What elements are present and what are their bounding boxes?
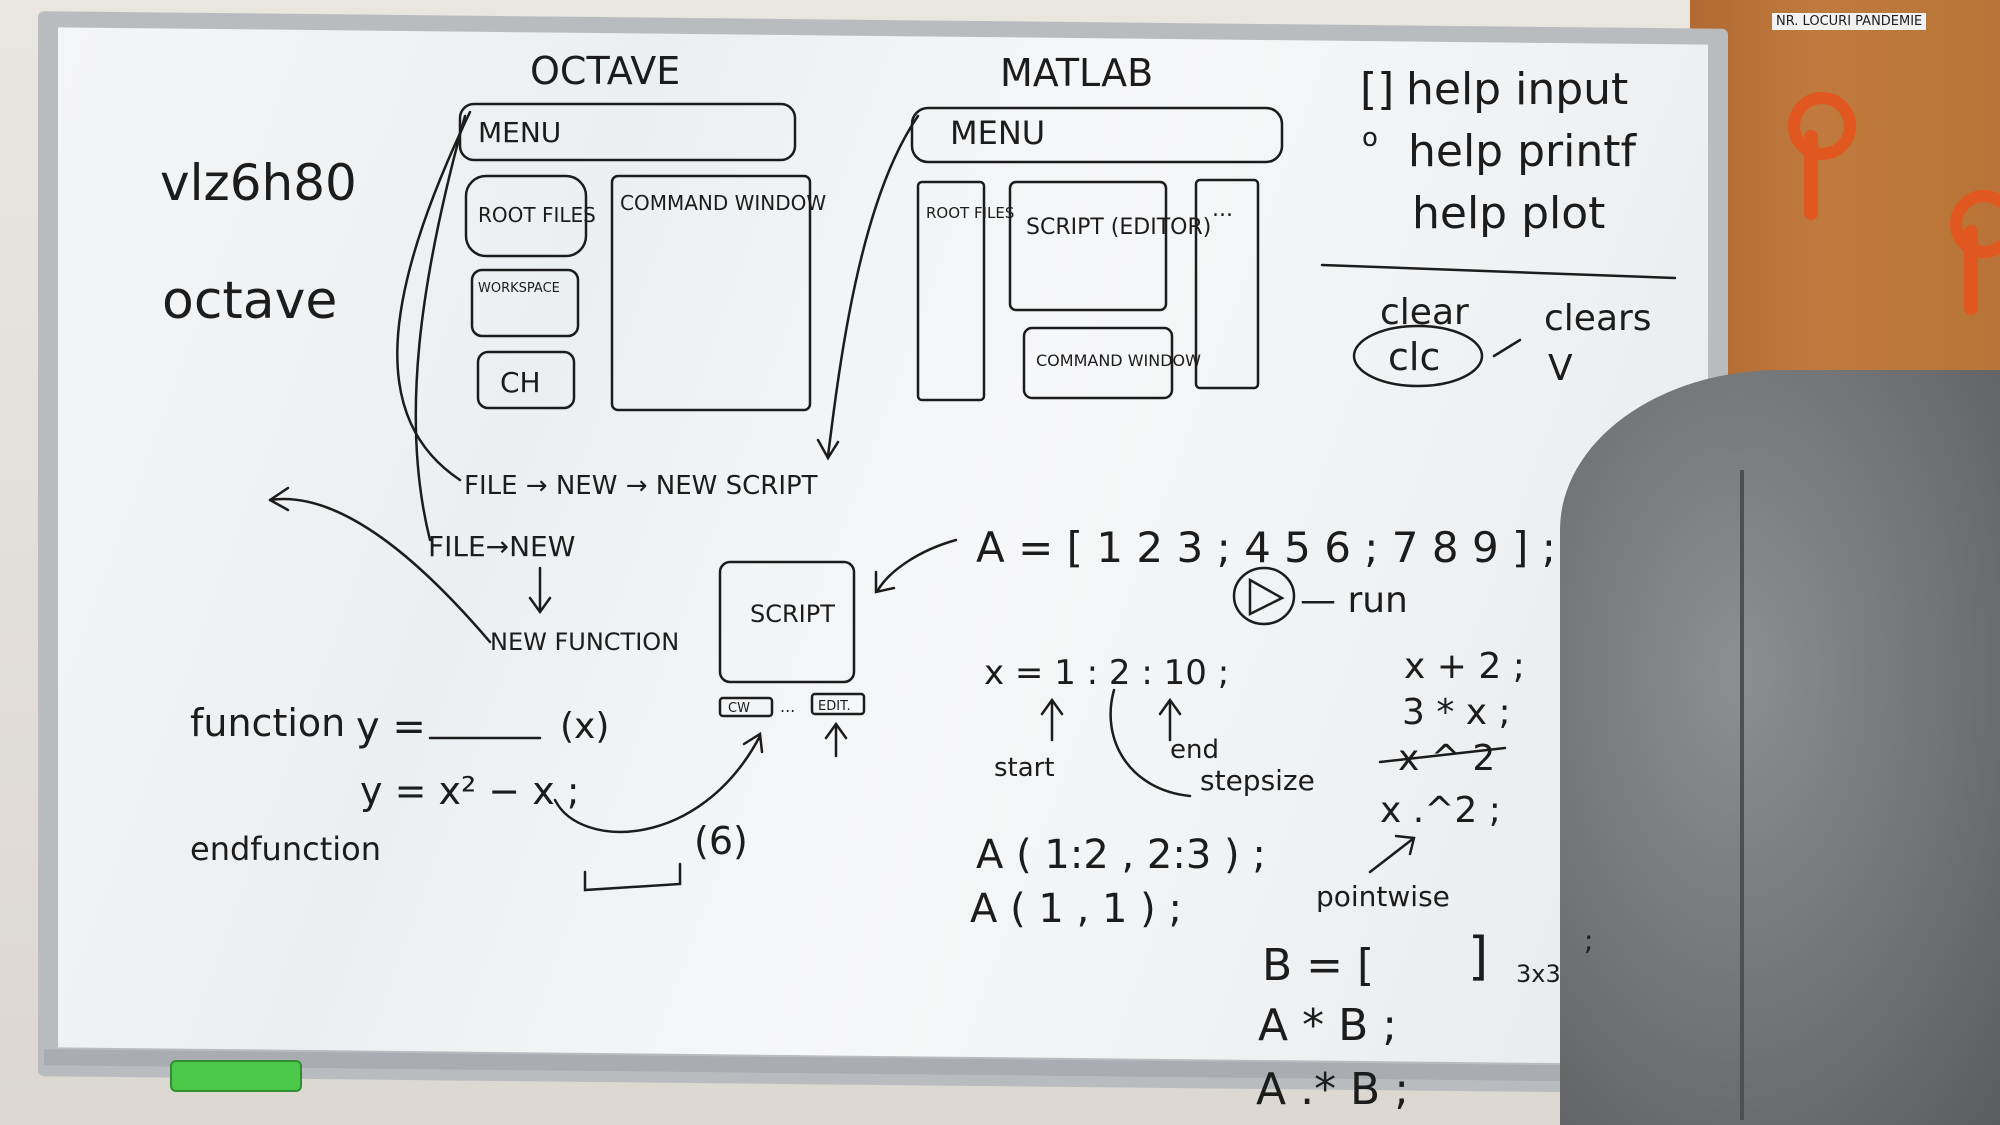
matrix-definition: A = [ 1 2 3 ; 4 5 6 ; 7 8 9 ] ; xyxy=(976,523,1556,572)
edit-label: EDIT. xyxy=(818,699,851,714)
op-pointwise-power: x .^2 ; xyxy=(1380,790,1501,831)
op-add: x + 2 ; xyxy=(1404,646,1525,687)
clc-dash xyxy=(1492,338,1522,358)
call-bracket xyxy=(583,862,682,892)
b-matrix-open: B = [ xyxy=(1262,940,1374,991)
b-matrix-semicolon: ; xyxy=(1584,924,1593,957)
matlab-arrow-new-script xyxy=(816,114,920,461)
pointwise-arrow xyxy=(1368,834,1416,874)
matlab-command-window-label: COMMAND WINDOW xyxy=(1036,351,1201,370)
matlab-menu-box xyxy=(910,106,1284,164)
index-range: A ( 1:2 , 2:3 ) ; xyxy=(976,832,1266,878)
edit-box xyxy=(810,692,866,716)
range-end: end xyxy=(1170,735,1219,765)
clc-label: clc xyxy=(1388,335,1440,379)
new-function-label: NEW FUNCTION xyxy=(490,628,679,656)
op-mult: 3 * x ; xyxy=(1402,692,1511,733)
arrow-to-function xyxy=(268,497,492,644)
whiteboard-drawing: OCTAVE MATLAB MENU MENU vlz6h80 octave R… xyxy=(160,49,1677,1115)
octave-command-window-label: COMMAND WINDOW xyxy=(620,191,826,215)
mult-elementwise: A .* B ; xyxy=(1256,1064,1409,1115)
coat-hook-right-stem xyxy=(1964,225,1978,315)
range-expr: x = 1 : 2 : 10 ; xyxy=(984,653,1229,693)
octave-arrow-file-new xyxy=(396,110,472,482)
octave-command-window-box xyxy=(610,174,812,412)
whiteboard-eraser xyxy=(170,1060,302,1092)
arrow-function-to-script xyxy=(553,731,764,834)
cw-box xyxy=(718,696,774,718)
octave-title: OCTAVE xyxy=(530,49,680,93)
note-octave: octave xyxy=(162,271,337,331)
octave-workspace-box xyxy=(470,268,580,338)
octave-workspace-label: WORKSPACE xyxy=(478,281,560,296)
function-body: y = x² − x ; xyxy=(360,769,580,813)
matlab-title: MATLAB xyxy=(1000,51,1153,95)
clears-v-label: V xyxy=(1548,348,1573,389)
help-circle: o xyxy=(1362,123,1378,153)
octave-ch-box xyxy=(476,350,576,410)
arrow-start xyxy=(1040,697,1064,742)
coat-hook-left xyxy=(1788,92,1856,160)
octave-ch-label: CH xyxy=(500,366,541,399)
range-start: start xyxy=(994,753,1055,783)
function-keyword: function xyxy=(190,701,345,745)
path-new-script: FILE → NEW → NEW SCRIPT xyxy=(464,471,818,501)
clears-label: clears xyxy=(1544,298,1652,339)
script-box-label: SCRIPT xyxy=(750,600,835,628)
script-dots: ... xyxy=(780,697,795,716)
matlab-script-editor-box xyxy=(1008,180,1168,312)
octave-arrow-new-function xyxy=(414,114,467,542)
script-box xyxy=(718,560,856,684)
octave-root-files-label: ROOT FILES xyxy=(478,203,596,227)
divider-line xyxy=(1320,263,1677,280)
help-input: help input xyxy=(1406,64,1628,115)
arrow-end xyxy=(1158,697,1182,742)
index-single: A ( 1 , 1 ) ; xyxy=(970,886,1182,932)
strike-x-power xyxy=(1378,746,1507,764)
run-label: — run xyxy=(1300,580,1408,621)
op-power-struck: x ^ 2 xyxy=(1398,738,1495,779)
help-printf: help printf xyxy=(1408,126,1637,177)
matlab-extra-panel xyxy=(1194,178,1260,390)
octave-menu-label: MENU xyxy=(478,116,561,149)
pointwise-label: pointwise xyxy=(1316,880,1450,913)
endfunction-keyword: endfunction xyxy=(190,830,381,868)
notice-sign: NR. LOCURI PANDEMIE xyxy=(1772,13,2000,36)
clear-label: clear xyxy=(1380,292,1469,333)
arrow-down-new-function xyxy=(528,566,552,615)
matlab-script-editor-label: SCRIPT (EDITOR) xyxy=(1026,215,1211,240)
octave-root-files-box xyxy=(464,174,588,258)
notice-text: NR. LOCURI PANDEMIE xyxy=(1772,13,1927,30)
function-call-arg: (6) xyxy=(694,819,748,863)
b-matrix-close: ] xyxy=(1468,927,1488,987)
b-matrix-size: 3x3 xyxy=(1516,960,1561,988)
function-y-eq: y = xyxy=(356,704,426,750)
cw-label: CW xyxy=(728,701,750,716)
range-stepsize: stepsize xyxy=(1200,764,1315,797)
help-bracket: [] xyxy=(1360,64,1394,115)
grey-jacket xyxy=(1560,370,2000,1125)
jacket-zipper xyxy=(1740,470,1744,1120)
clc-circle xyxy=(1352,324,1484,388)
coat-hook-left-stem xyxy=(1804,130,1818,220)
note-code: vlz6h80 xyxy=(160,154,357,212)
path-file-new: FILE→NEW xyxy=(428,530,575,563)
matlab-menu-label: MENU xyxy=(950,114,1045,152)
mult-matrix: A * B ; xyxy=(1258,1000,1397,1051)
matlab-command-window-box xyxy=(1022,326,1174,400)
arrow-stepsize xyxy=(1109,688,1192,798)
matlab-root-files-box xyxy=(916,180,986,402)
matlab-root-files-label: ROOT FILES xyxy=(926,204,1014,222)
run-circle xyxy=(1232,566,1296,626)
run-triangle-icon xyxy=(1248,577,1285,617)
help-plot: help plot xyxy=(1412,188,1605,239)
matlab-dots: ... xyxy=(1212,197,1233,222)
arrow-matrix-to-script xyxy=(874,538,958,594)
function-args: (x) xyxy=(560,706,609,747)
